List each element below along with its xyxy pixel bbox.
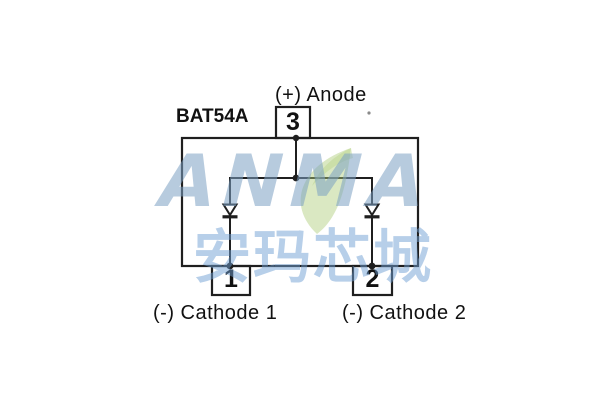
cathode1-label: (-) Cathode 1 — [153, 302, 278, 324]
part-number-label: BAT54A — [176, 106, 249, 127]
junction-dot-pin2 — [368, 262, 376, 270]
diode1-triangle-icon — [221, 203, 239, 217]
scan-speck-artifact — [367, 111, 371, 115]
junction-dot-pin1 — [226, 262, 234, 270]
pin3-number: 3 — [286, 107, 300, 136]
diode2-triangle-icon — [363, 203, 381, 217]
cathode2-label: (-) Cathode 2 — [342, 302, 467, 324]
package-body-outline — [180, 136, 420, 268]
pin2-number: 2 — [365, 265, 380, 293]
anode-label: (+) Anode — [275, 84, 367, 106]
junction-dot-pin3 — [292, 134, 300, 142]
junction-dot-center — [292, 174, 300, 182]
pin1-number: 1 — [224, 265, 238, 293]
